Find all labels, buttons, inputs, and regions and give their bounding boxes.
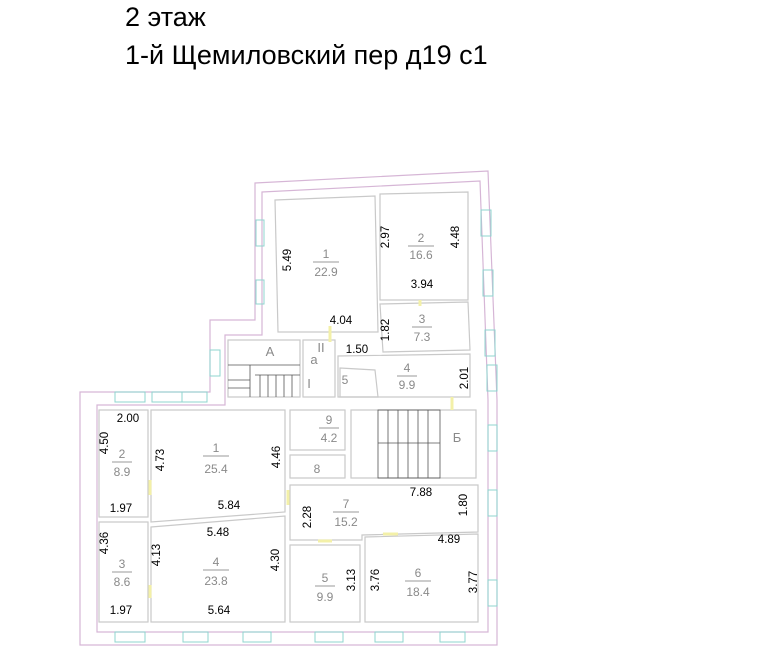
svg-text:16.6: 16.6 — [409, 248, 433, 262]
svg-text:9.9: 9.9 — [399, 378, 416, 392]
dim-label: 5.48 — [207, 527, 229, 539]
stair-a — [228, 364, 300, 397]
room-upper-5: 5 — [342, 373, 349, 387]
room-lower-9: 94.2 — [319, 413, 339, 445]
dim-label: 1.82 — [380, 319, 392, 341]
dim-label: 1.80 — [458, 494, 470, 516]
room-upper-2: 216.6 — [408, 231, 434, 262]
svg-text:15.2: 15.2 — [334, 515, 358, 529]
dim-label: 4.13 — [151, 544, 163, 566]
dim-label: 5.64 — [208, 605, 231, 617]
room-lower-6: 618.4 — [405, 566, 431, 599]
dim-label: 4.73 — [155, 449, 167, 471]
svg-text:5: 5 — [322, 571, 329, 585]
svg-text:3: 3 — [419, 312, 426, 326]
dim-label: 7.88 — [410, 487, 432, 499]
room-upper-1: 122.9 — [313, 247, 339, 279]
dim-label: 2.01 — [459, 367, 471, 389]
room-lower-2: 28.9 — [112, 447, 132, 479]
dim-label: 2.97 — [380, 226, 392, 248]
address-title: 1-й Щемиловский пер д19 с1 — [125, 40, 488, 70]
dim-label: 2.28 — [302, 506, 314, 528]
svg-text:9: 9 — [326, 413, 333, 427]
stair-a-label: А — [266, 344, 275, 359]
dim-label: 1.50 — [346, 344, 368, 356]
dim-label: 5.84 — [218, 500, 241, 512]
svg-text:7.3: 7.3 — [414, 330, 431, 344]
svg-text:8.6: 8.6 — [114, 575, 131, 589]
svg-text:4: 4 — [404, 361, 411, 375]
room-lower-7: 715.2 — [333, 497, 359, 529]
svg-text:18.4: 18.4 — [406, 585, 430, 599]
svg-text:23.8: 23.8 — [204, 574, 228, 588]
windows — [114, 209, 498, 643]
svg-text:1: 1 — [213, 441, 220, 455]
dim-label: 1.97 — [110, 503, 132, 515]
corridor-mark-top: II — [317, 340, 324, 355]
dim-label: 3.94 — [411, 279, 434, 291]
svg-text:25.4: 25.4 — [204, 462, 228, 476]
svg-text:6: 6 — [415, 566, 422, 580]
svg-text:3: 3 — [119, 557, 126, 571]
dim-label: 5.49 — [282, 249, 294, 271]
dim-label: 1.97 — [110, 605, 132, 617]
svg-text:4.2: 4.2 — [321, 431, 338, 445]
svg-text:8.9: 8.9 — [114, 465, 131, 479]
dim-label: 4.89 — [438, 534, 460, 546]
svg-text:2: 2 — [418, 231, 425, 245]
svg-text:7: 7 — [343, 497, 350, 511]
svg-text:4: 4 — [213, 555, 220, 569]
outer-walls — [79, 170, 498, 646]
dim-label: 4.48 — [450, 226, 462, 248]
doors — [148, 300, 454, 598]
svg-text:22.9: 22.9 — [314, 265, 338, 279]
room-upper-4: 49.9 — [397, 361, 417, 392]
dim-label: 4.36 — [99, 532, 111, 554]
dim-label: 2.00 — [117, 413, 139, 425]
dim-label: 4.04 — [330, 315, 353, 327]
dim-label: 4.46 — [271, 446, 283, 468]
floor-title: 2 этаж — [125, 2, 206, 32]
corridor-mark-bottom: I — [307, 376, 311, 391]
dim-label: 4.30 — [270, 549, 282, 571]
dim-label: 3.77 — [468, 571, 480, 593]
room-lower-8: 8 — [314, 462, 321, 476]
svg-text:2: 2 — [119, 447, 126, 461]
dim-label: 4.50 — [99, 432, 111, 454]
svg-text:5: 5 — [342, 373, 349, 387]
stair-b-label: Б — [453, 430, 462, 445]
svg-text:9.9: 9.9 — [317, 590, 334, 604]
room-upper-3: 37.3 — [412, 312, 432, 344]
dim-label: 3.13 — [346, 569, 358, 591]
svg-text:8: 8 — [314, 462, 321, 476]
dim-label: 3.76 — [370, 569, 382, 591]
room-lower-5: 59.9 — [315, 571, 335, 604]
svg-text:1: 1 — [323, 247, 330, 261]
room-lower-1: 125.4 — [203, 441, 229, 476]
room-lower-4: 423.8 — [203, 555, 229, 588]
corridor-mark-mid: a — [310, 352, 318, 367]
room-lower-3: 38.6 — [112, 557, 132, 589]
stair-b — [377, 409, 441, 479]
